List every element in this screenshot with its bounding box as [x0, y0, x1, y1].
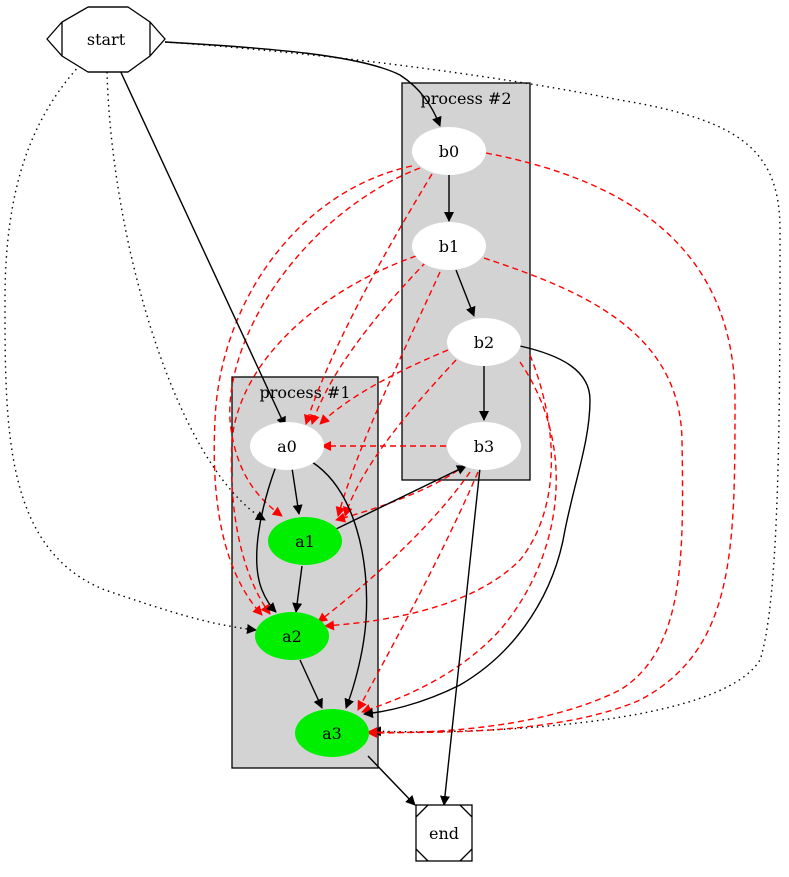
node-label: a2: [282, 627, 302, 646]
node-label: b3: [474, 437, 494, 456]
edge-b3-end: [439, 467, 481, 806]
edge-b3-a1: [335, 469, 459, 523]
edge-start-b0: [164, 41, 442, 127]
ellipse-shape: [295, 709, 369, 757]
node-label: a3: [322, 724, 342, 743]
edge-b2-a0: [319, 349, 449, 425]
edge-b3-a3: [357, 471, 479, 711]
node-label: start: [87, 30, 126, 49]
ellipse-shape: [412, 222, 486, 270]
edge-b0-a2: [213, 165, 413, 616]
edge-a2-a3: [299, 659, 323, 709]
edge-a3-end: [367, 755, 416, 806]
edge-a0-a2: [256, 465, 277, 613]
edge-b2-a3: [363, 345, 591, 719]
node-label: b1: [439, 237, 459, 256]
ellipse-shape: [255, 612, 329, 660]
node-a2: a2: [255, 612, 329, 660]
edge-b2-a2: [324, 354, 553, 631]
ellipse-shape: [447, 422, 521, 470]
ellipse-shape: [412, 127, 486, 175]
node-a1: a1: [268, 517, 342, 565]
dotted-edges: [4, 41, 781, 737]
edge-a1-b3: [333, 465, 467, 531]
edge-b0-a3: [367, 152, 736, 738]
edge-b2-a1: [343, 359, 457, 517]
edge-b1-a2: [230, 255, 417, 615]
ellipse-shape: [447, 318, 521, 366]
hexagon-shape: [46, 6, 166, 73]
edge-a1-a2: [292, 565, 303, 613]
ellipse-shape: [268, 517, 342, 565]
node-a3: a3: [295, 709, 369, 757]
dashed-edges: [213, 152, 736, 738]
edge-a0-a1: [291, 467, 303, 515]
edge-b3-a2: [317, 471, 471, 623]
edge-b1-a1: [335, 271, 441, 517]
node-b3: b3: [447, 422, 521, 470]
node-label: a0: [277, 437, 297, 456]
node-b0: b0: [412, 127, 486, 175]
ellipse-shape: [250, 422, 324, 470]
edge-b1-a3: [367, 257, 684, 738]
node-b2: b2: [447, 318, 521, 366]
node-a0: a0: [250, 422, 324, 470]
node-label: b2: [474, 333, 494, 352]
node-start: start: [46, 6, 166, 73]
edge-start-a2: [4, 64, 257, 634]
edge-b2-a3: [361, 361, 557, 714]
square-shape: [415, 804, 473, 862]
cluster-label: process #2: [420, 89, 511, 108]
node-label: b0: [439, 142, 459, 161]
cluster-label: process #1: [259, 383, 350, 402]
solid-edges: [117, 41, 591, 806]
node-label: a1: [295, 532, 315, 551]
hexagon-inner-lines: [61, 6, 151, 73]
node-b1: b1: [412, 222, 486, 270]
edge-start-a0: [117, 65, 286, 427]
edge-a0-a3: [311, 461, 368, 709]
edge-b1-a0: [310, 261, 427, 425]
node-label: end: [429, 824, 459, 843]
edge-b1-b2: [455, 269, 476, 317]
square-corner-lines: [415, 804, 473, 862]
node-end: end: [415, 804, 473, 862]
